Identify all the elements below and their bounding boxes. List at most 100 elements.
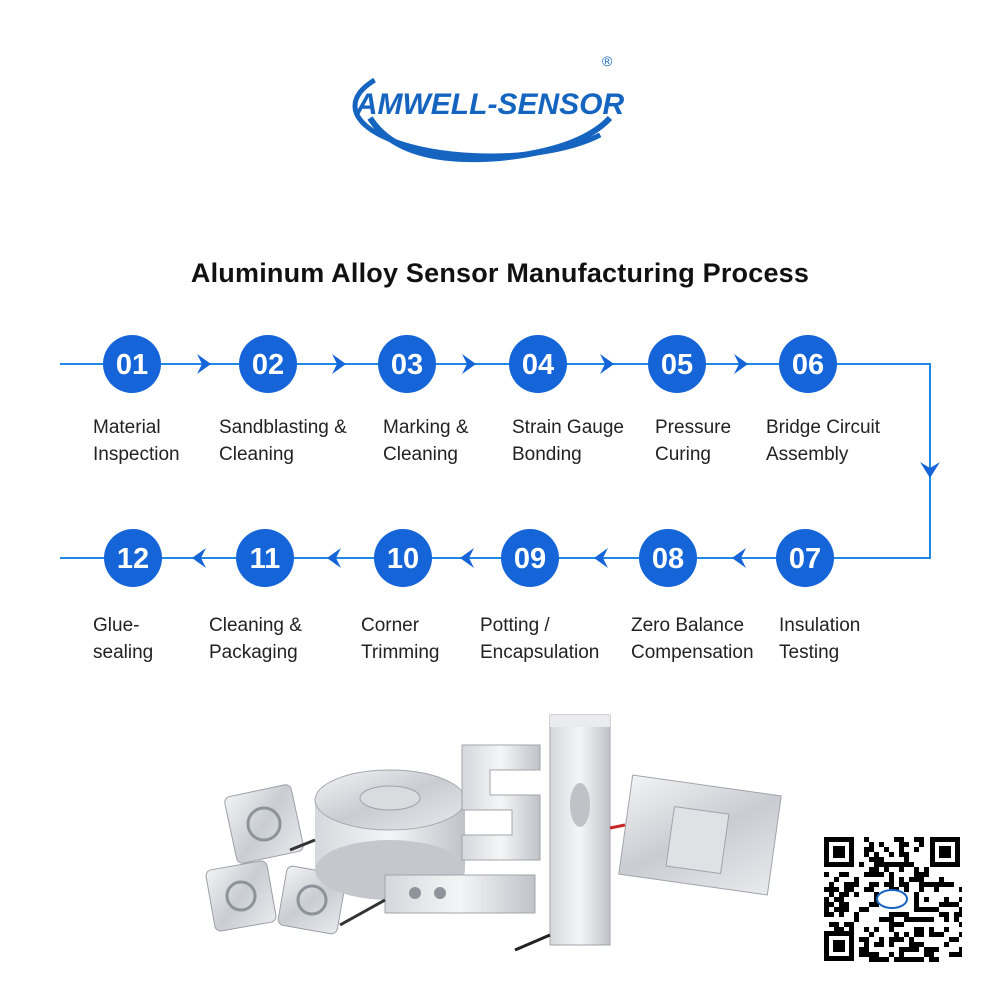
step-number: 10 [387, 543, 419, 575]
flow-connector-lines [60, 363, 931, 559]
step-label-line1: Corner [361, 615, 420, 636]
step-06: 06 [779, 335, 837, 393]
step-circle [509, 335, 567, 393]
mounting-plates [205, 784, 347, 935]
step-label-line2: Packaging [209, 642, 298, 663]
qr-code-modules [824, 837, 962, 962]
arrow-right-icon [462, 354, 476, 374]
step-circle [779, 335, 837, 393]
single-point-load-cell [514, 714, 611, 952]
step-number: 04 [522, 349, 554, 381]
process-flow-diagram: 01 02 03 04 05 06 07 08 09 10 11 12 [60, 335, 940, 587]
step-label-line2: Bonding [512, 444, 582, 465]
step-label-line2: Compensation [631, 642, 754, 663]
qr-center-logo-icon [876, 889, 908, 909]
step-label-line1: Strain Gauge [512, 417, 624, 438]
step-number: 03 [391, 349, 423, 381]
step-label-line2: Curing [655, 444, 711, 465]
qr-finder-top-left [824, 837, 854, 867]
spoke-load-cell [289, 769, 466, 900]
step-label-line1: Insulation [779, 615, 861, 636]
step-circle [378, 335, 436, 393]
step-number: 07 [789, 543, 821, 575]
step-number: 11 [250, 543, 281, 575]
arrow-left-icon [732, 548, 746, 568]
shear-beam-load-cell [339, 874, 536, 927]
step-label-line1: Cleaning & [209, 615, 302, 636]
arrow-down-icon [920, 462, 940, 478]
step-circle [104, 529, 162, 587]
step-number: 09 [514, 543, 546, 575]
step-circle [239, 335, 297, 393]
load-cell-products-image [205, 714, 782, 952]
step-number: 02 [252, 349, 284, 381]
step-01: 01 [103, 335, 161, 393]
qr-code [822, 835, 962, 963]
arrow-right-icon [332, 354, 346, 374]
qr-finder-bottom-left [824, 931, 854, 961]
step-label-line2: Trimming [361, 642, 440, 663]
arrow-left-icon [192, 548, 206, 568]
step-number: 08 [652, 543, 684, 575]
step-number: 06 [792, 349, 824, 381]
logo-text: AMWELL-SENSOR [355, 88, 625, 121]
amwell-sensor-logo: AMWELL-SENSOR ® [352, 53, 628, 163]
qr-finder-top-right [930, 837, 960, 867]
arrow-right-icon [197, 354, 211, 374]
step-circle [501, 529, 559, 587]
step-label-line1: Marking & [383, 417, 469, 438]
step-08: 08 [639, 529, 697, 587]
arrow-right-icon [600, 354, 614, 374]
step-circle [236, 529, 294, 587]
step-label-line1: Glue- [93, 615, 140, 636]
step-circle [103, 335, 161, 393]
step-09: 09 [501, 529, 559, 587]
step-label-line1: Material [93, 417, 161, 438]
step-05: 05 [648, 335, 706, 393]
step-label-line1: Sandblasting & [219, 417, 347, 438]
step-label-line1: Potting / [480, 615, 550, 636]
step-label-line2: Cleaning [383, 444, 458, 465]
step-circle [776, 529, 834, 587]
flow-arrows [192, 354, 940, 568]
step-04: 04 [509, 335, 567, 393]
step-circle [374, 529, 432, 587]
step-03: 03 [378, 335, 436, 393]
s-type-load-cell [461, 744, 541, 861]
step-label-line2: Encapsulation [480, 642, 600, 663]
step-label-line2: sealing [93, 642, 154, 663]
step-circle [648, 335, 706, 393]
step-number: 12 [117, 543, 149, 575]
step-label-line1: Zero Balance [631, 615, 745, 636]
step-label-02: Sandblasting & Cleaning [219, 414, 347, 468]
step-label-line2: Testing [779, 642, 840, 663]
step-07: 07 [776, 529, 834, 587]
arrow-right-icon [734, 354, 748, 374]
step-label-11: Cleaning & Packaging [209, 612, 302, 666]
page-title: Aluminum Alloy Sensor Manufacturing Proc… [190, 258, 810, 288]
step-label-09: Potting / Encapsulation [480, 612, 599, 666]
step-10: 10 [374, 529, 432, 587]
step-circle [639, 529, 697, 587]
step-number: 01 [116, 349, 148, 381]
step-label-line1: Pressure [655, 417, 732, 438]
arrow-left-icon [327, 548, 341, 568]
step-label-line2: Inspection [93, 444, 180, 465]
registered-mark: ® [602, 53, 613, 69]
arrow-left-icon [460, 548, 474, 568]
step-label-line1: Bridge Circuit [766, 417, 881, 438]
logo-swoosh-lower [367, 115, 613, 163]
step-label-12: Glue-sealing [93, 612, 153, 666]
step-label-line2: Cleaning [219, 444, 294, 465]
plate-load-cell [609, 774, 782, 896]
step-label-line2: Assembly [766, 444, 849, 465]
step-number: 05 [661, 349, 693, 381]
step-circles: 01 02 03 04 05 06 07 08 09 10 11 12 [103, 335, 837, 587]
arrow-left-icon [594, 548, 608, 568]
